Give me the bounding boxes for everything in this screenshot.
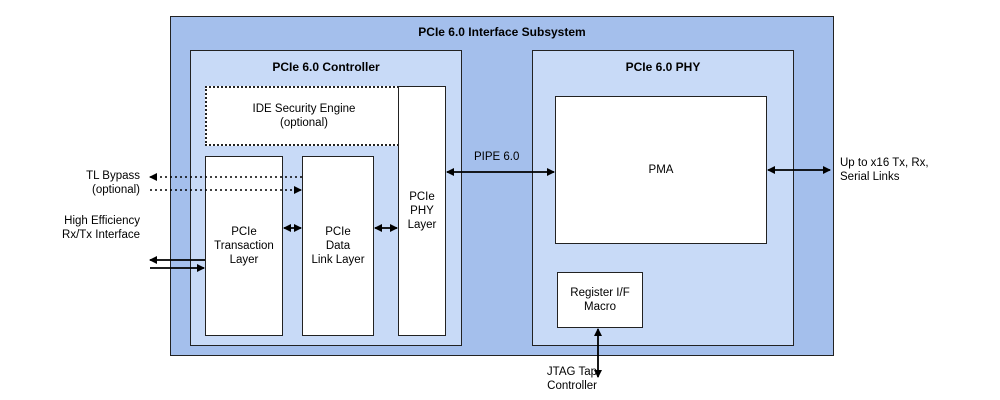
serial-links-label: Up to x16 Tx, Rx, Serial Links [840, 157, 929, 183]
subsystem-title: PCIe 6.0 Interface Subsystem [418, 25, 586, 39]
ide-security-engine-label: IDE Security Engine (optional) [252, 103, 356, 129]
register-macro-box: Register I/F Macro [557, 272, 643, 328]
phy-title: PCIe 6.0 PHY [625, 60, 701, 74]
pma-label: PMA [648, 164, 674, 176]
controller-title: PCIe 6.0 Controller [272, 60, 380, 74]
transaction-layer-label: PCIe Transaction Layer [214, 226, 274, 266]
data-link-layer-box: PCIe Data Link Layer [302, 156, 374, 336]
transaction-layer-box: PCIe Transaction Layer [205, 156, 283, 336]
phy-layer-label: PCIe PHY Layer [407, 191, 437, 231]
pma-box: PMA [555, 96, 767, 244]
phy-layer-box: PCIe PHY Layer [398, 86, 446, 336]
tl-bypass-label: TL Bypass (optional) [86, 170, 140, 196]
high-efficiency-label: High Efficiency Rx/Tx Interface [62, 215, 140, 241]
register-macro-label: Register I/F Macro [570, 287, 630, 313]
data-link-layer-label: PCIe Data Link Layer [311, 226, 365, 266]
jtag-label: JTAG Tap Controller [546, 366, 597, 392]
ide-security-engine-box: IDE Security Engine (optional) [205, 86, 403, 146]
pipe-label: PIPE 6.0 [474, 151, 520, 163]
